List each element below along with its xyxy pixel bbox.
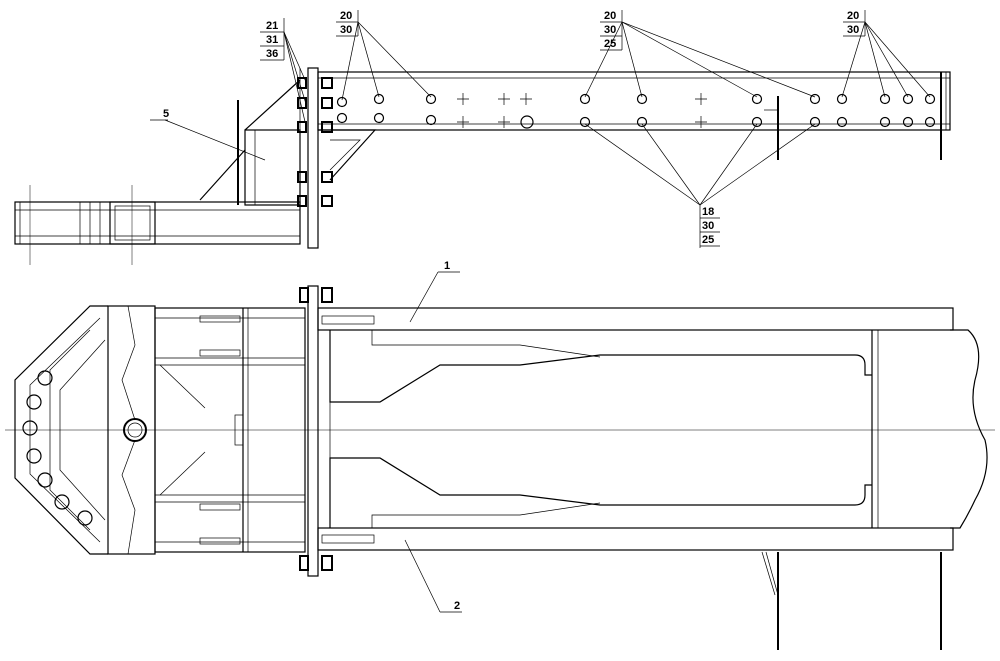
callout-18-30-25: 18 30 25	[699, 205, 720, 248]
callout-label: 31	[266, 34, 278, 46]
pivot-pin	[123, 418, 147, 442]
flange-bolts	[297, 77, 333, 207]
callout-part-5: 5	[150, 108, 169, 121]
side-elevation-view: 21 31 36 20 30 20 30 25 20 30	[14, 10, 951, 265]
callout-label: 21	[266, 20, 278, 32]
callout-20-30-b: 20 30	[843, 10, 866, 37]
drawbar-bolts	[22, 370, 93, 526]
callout-label: 20	[340, 10, 352, 22]
callout-label: 36	[266, 48, 278, 60]
leader-lines-top	[164, 21, 931, 206]
callout-part-1: 1	[409, 260, 460, 323]
callout-label: 2	[454, 600, 460, 612]
callout-20-30-25: 20 30 25	[600, 10, 623, 51]
callout-label: 25	[702, 234, 714, 246]
callout-label: 18	[702, 206, 714, 218]
callout-label: 1	[444, 260, 450, 272]
crosshair-markers	[457, 93, 707, 128]
callout-21-31-36: 21 31 36	[260, 18, 285, 61]
callout-label: 30	[847, 24, 859, 36]
plan-view: 1 2	[5, 260, 995, 650]
callout-label: 20	[847, 10, 859, 22]
callout-label: 30	[604, 24, 616, 36]
callout-20-30-a: 20 30	[336, 10, 359, 37]
callout-label: 5	[163, 108, 169, 120]
callout-label: 30	[702, 220, 714, 232]
plan-legs	[761, 551, 942, 650]
callout-label: 30	[340, 24, 352, 36]
callout-label: 20	[604, 10, 616, 22]
plan-flange-bolts	[299, 287, 333, 571]
holes-upper-row	[336, 93, 936, 108]
holes-lower-row	[336, 112, 936, 129]
callout-part-2: 2	[404, 539, 462, 613]
callout-label: 25	[604, 38, 616, 50]
